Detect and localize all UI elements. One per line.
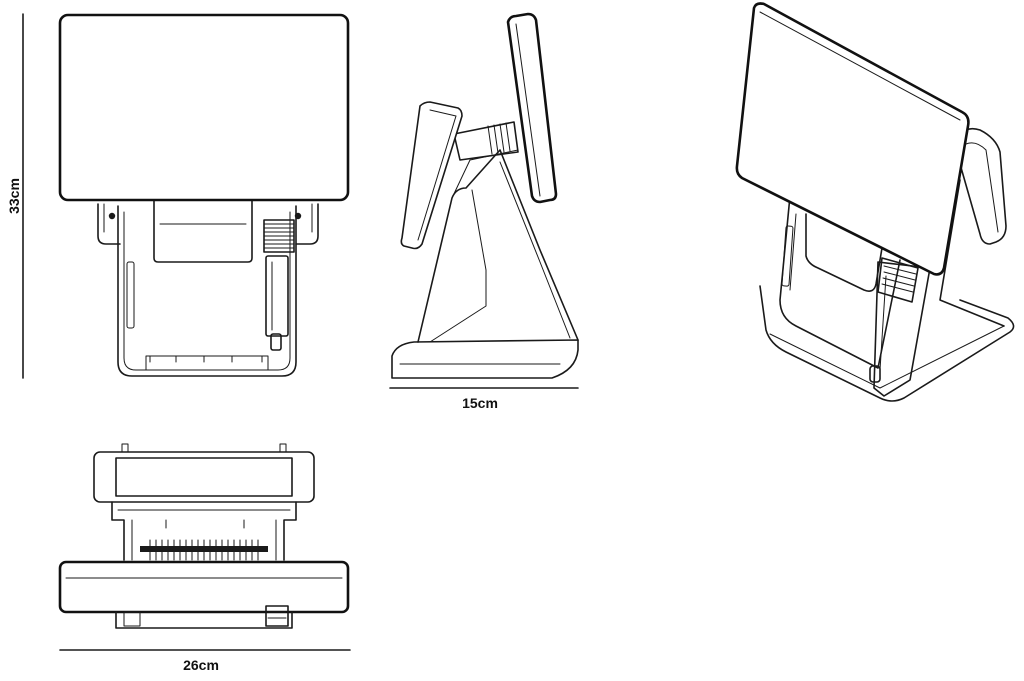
width-dimension-label: 26cm	[183, 657, 219, 673]
perspective-view	[735, 2, 1015, 402]
top-main-screen	[58, 560, 350, 614]
front-view: 33cm	[6, 13, 350, 379]
depth-dimension-label: 15cm	[462, 395, 498, 411]
top-view: 26cm	[58, 443, 351, 673]
side-view: 15cm	[389, 12, 579, 411]
height-dimension-label: 33cm	[6, 178, 22, 214]
perspective-main-screen	[735, 2, 970, 276]
front-main-screen	[58, 13, 350, 202]
